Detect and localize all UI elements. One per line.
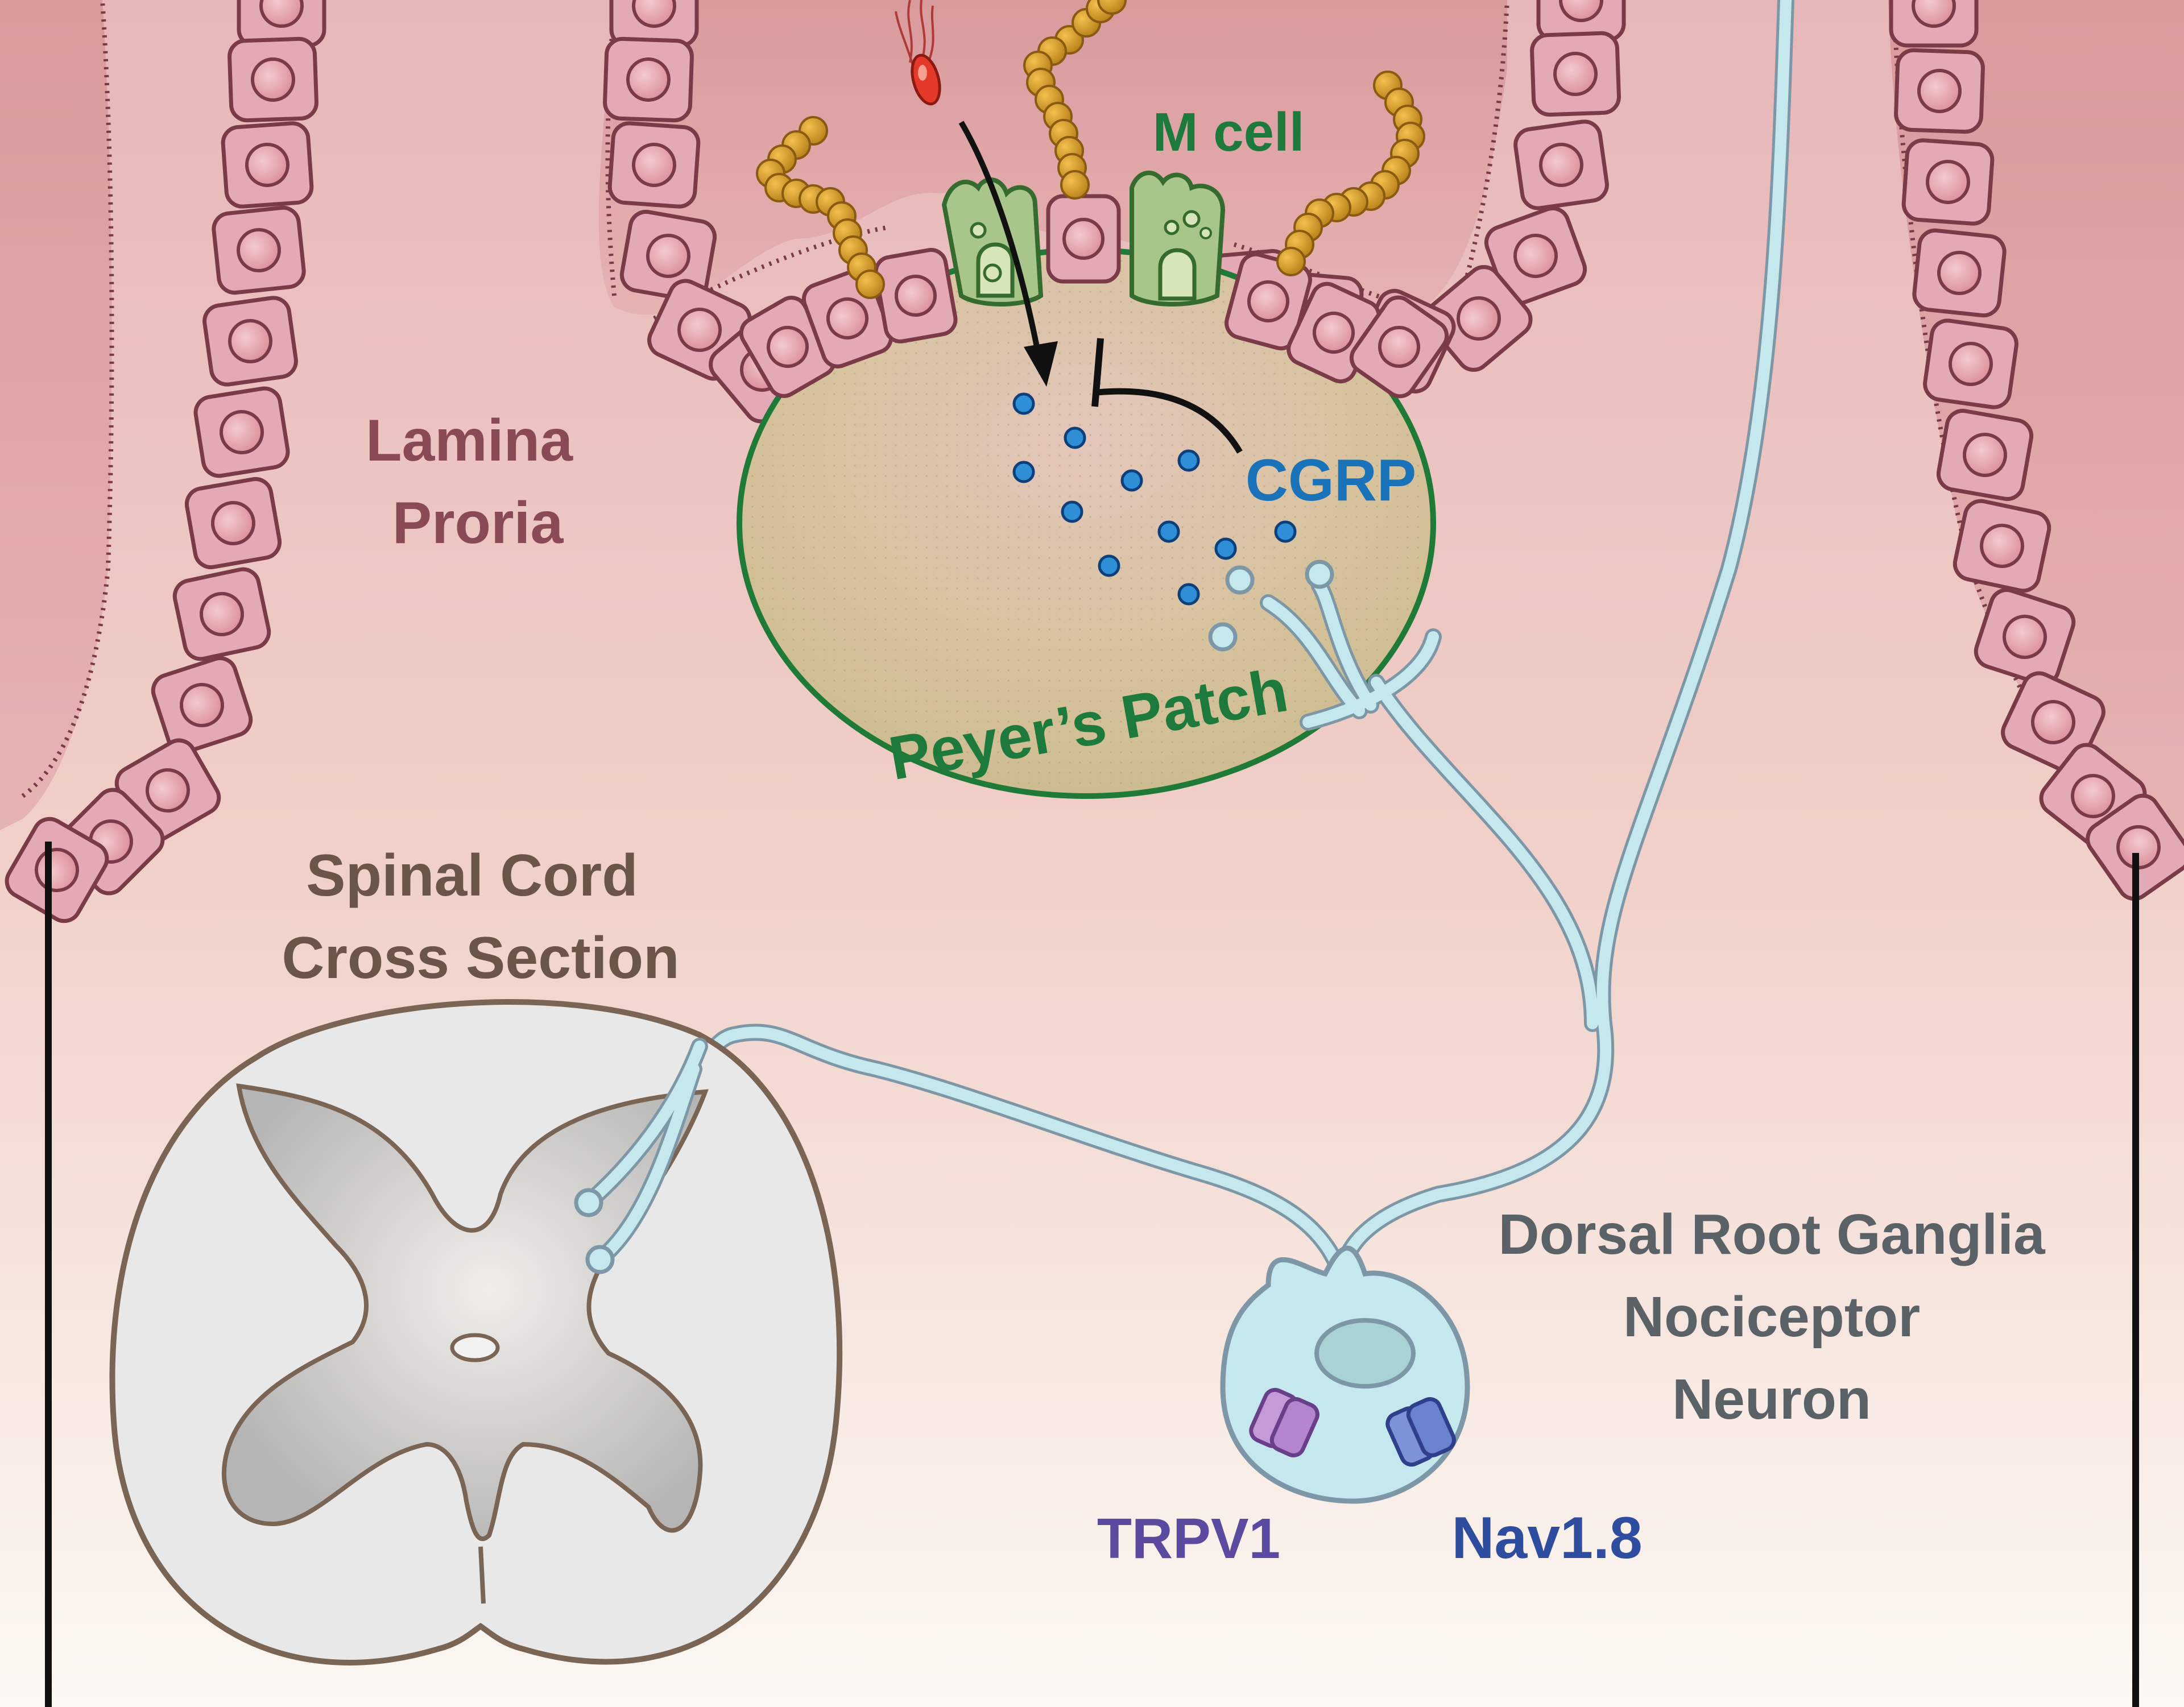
villus-cell-right <box>1936 408 2034 502</box>
lamina-propria-label-line1: Lamina <box>366 408 573 474</box>
brush-border-center-left <box>605 0 617 296</box>
lumen-center <box>598 0 1507 325</box>
spinal-cord-label-line1: Spinal Cord <box>306 843 638 909</box>
crypt-cell-left <box>609 0 699 48</box>
spinal-cord <box>109 999 843 1665</box>
crypt-cell-right <box>1530 31 1621 117</box>
villus-cell-right <box>1894 48 1985 134</box>
crypt-cell-left <box>619 209 717 303</box>
nerve-terminal <box>1225 565 1255 595</box>
trpv1-channel <box>1249 1387 1320 1457</box>
cgrp-dot <box>1177 583 1200 606</box>
dome-cell <box>1225 252 1312 351</box>
peyers-patch-texture <box>745 256 1428 790</box>
central-canal <box>450 1333 500 1362</box>
villus-cell-left <box>237 0 326 48</box>
nerve-terminal <box>1305 560 1334 589</box>
nav18-channel <box>1385 1397 1456 1467</box>
cgrp-dot <box>1177 449 1200 472</box>
lamina-propria-label-line2: Proria <box>392 490 564 556</box>
cgrp-dot <box>1214 537 1237 560</box>
epithelial-cells <box>5 0 2184 923</box>
cgrp-dot <box>1061 500 1083 523</box>
cgrp-dot <box>1064 426 1086 449</box>
villus-cell-left <box>212 205 306 295</box>
cgrp-inhibition-line <box>1097 388 1243 454</box>
nerve-terminal <box>1208 622 1238 652</box>
nav18-label: Nav1.8 <box>1451 1505 1642 1571</box>
bacteria-bead <box>1097 0 1127 15</box>
cgrp-molecules <box>1012 392 1297 606</box>
villus-cell-left <box>221 121 314 209</box>
dome-cell <box>874 247 958 344</box>
bacteria-bead <box>855 270 885 299</box>
cgrp-inhibition-bar <box>1091 338 1104 407</box>
crypt-cell-left <box>603 36 694 123</box>
villus-cell-right <box>1912 228 2007 318</box>
villus-cell-left <box>202 296 298 387</box>
bacteria-entry-arrowhead <box>1024 341 1058 387</box>
crypt-cell-right <box>1425 265 1533 372</box>
bacteria-bead <box>1060 170 1090 200</box>
villus-cell-left <box>184 477 282 570</box>
crypt-cell-right <box>1513 119 1609 210</box>
cgrp-dot <box>1012 461 1035 483</box>
flagellated-bacterium <box>895 0 941 106</box>
villus-cell-right <box>1923 318 2018 409</box>
m-cell-right <box>1130 171 1226 306</box>
m-cell-left <box>941 177 1044 306</box>
villus-cell-left <box>172 567 271 661</box>
trpv1-label: TRPV1 <box>1097 1507 1280 1571</box>
villus-cell-right <box>1953 499 2051 593</box>
spinal-nerve-terminals <box>574 1038 708 1274</box>
m-cell-label: M cell <box>1153 102 1305 163</box>
villus-cell-right <box>1901 138 1995 226</box>
cgrp-label: CGRP <box>1246 448 1416 513</box>
drg-nucleus <box>1314 1318 1416 1389</box>
cgrp-dot <box>1012 392 1035 415</box>
crypt-cell-left <box>607 121 701 209</box>
drg-label-line1: Dorsal Root Ganglia <box>1498 1203 2046 1266</box>
cgrp-dot <box>1098 554 1120 577</box>
dome-epithelium <box>739 194 1449 399</box>
bacteria-bead <box>1276 247 1306 276</box>
villus-cell-left <box>193 386 290 478</box>
villus-cell-left <box>151 656 253 754</box>
villus-cell-right <box>1889 0 1979 48</box>
drg-label-line3: Neuron <box>1672 1368 1871 1431</box>
villus-cell-left <box>228 36 318 123</box>
dome-cell <box>1046 194 1121 284</box>
villus-cell-right <box>2086 793 2184 901</box>
bacteria-entry-arrow <box>958 121 1041 353</box>
dome-cell <box>1349 295 1449 399</box>
villus-cell-right <box>1974 588 2076 686</box>
lumen-left <box>0 0 112 830</box>
drg-neuron <box>1220 1245 1470 1504</box>
cgrp-dot <box>1274 520 1297 543</box>
bacteria-chains <box>756 0 1425 299</box>
crypt-cell-right <box>1484 206 1587 306</box>
cgrp-dot <box>1120 469 1143 492</box>
drg-label-line2: Nociceptor <box>1623 1285 1920 1349</box>
spinal-cord-label-line2: Cross Section <box>282 925 679 991</box>
cgrp-dot <box>1157 520 1180 543</box>
